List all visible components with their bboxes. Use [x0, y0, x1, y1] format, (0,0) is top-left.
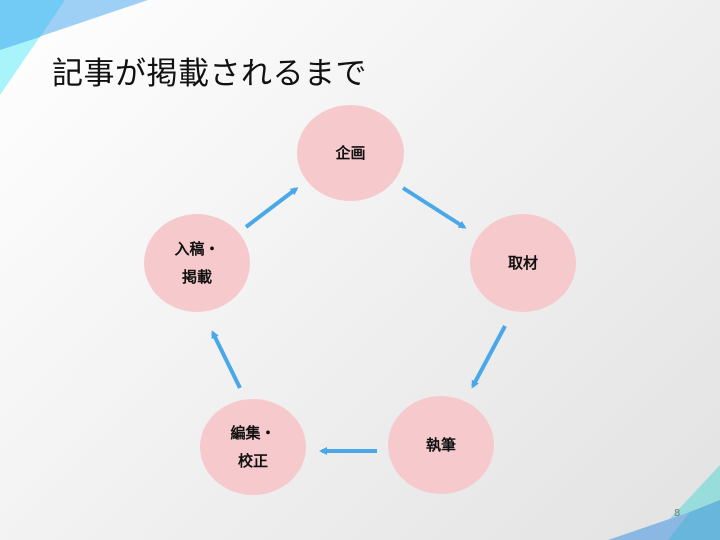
arrow-submit-to-plan [244, 187, 299, 229]
slide-title: 記事が掲載されるまで [52, 56, 367, 92]
arrow-edit-to-submit [211, 330, 242, 389]
page-number: 8 [674, 508, 681, 519]
arrow-plan-to-interview [401, 186, 467, 229]
node-write: 執筆 [388, 396, 494, 494]
corner-shape-br-3 [668, 500, 720, 540]
node-interview: 取材 [470, 214, 576, 312]
node-submit-publish: 入稿・ 掲載 [144, 214, 250, 312]
corner-shape-tl-3 [0, 0, 65, 50]
node-plan: 企画 [297, 105, 404, 201]
arrow-interview-to-write [471, 325, 507, 389]
node-edit-proofread: 編集・ 校正 [200, 399, 306, 495]
